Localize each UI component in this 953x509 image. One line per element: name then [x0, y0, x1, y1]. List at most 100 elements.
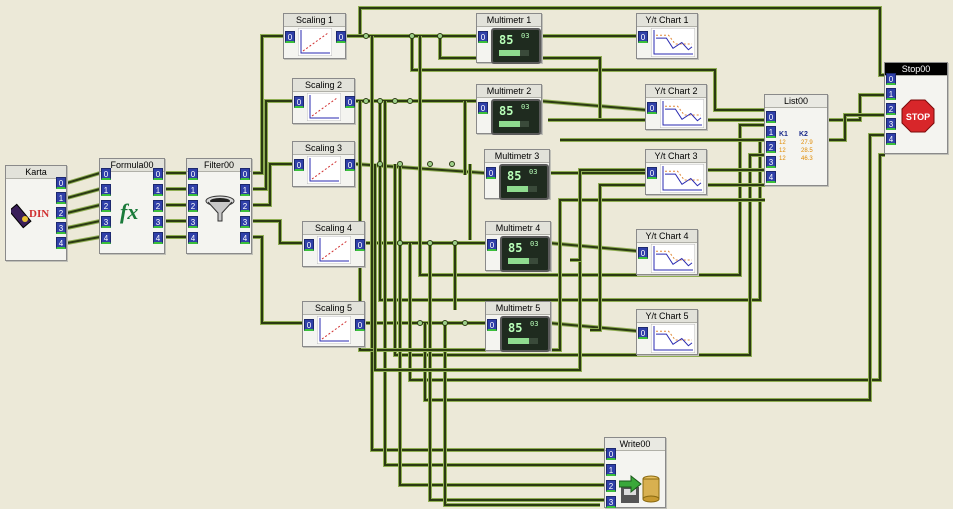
list-cell: 46.3: [801, 156, 813, 162]
port-3[interactable]: 3: [886, 118, 896, 130]
wire-shadow: [252, 219, 303, 245]
port-2[interactable]: 2: [188, 200, 198, 212]
wire: [399, 164, 605, 486]
port-1[interactable]: 1: [188, 184, 198, 196]
wire-junction: [437, 33, 443, 39]
wire: [359, 101, 765, 351]
port-4[interactable]: 4: [56, 237, 66, 249]
port-1[interactable]: 1: [766, 126, 776, 138]
output-port[interactable]: 0: [345, 96, 355, 108]
input-port[interactable]: 0: [294, 96, 304, 108]
list-cell: 12: [779, 140, 786, 146]
input-port[interactable]: 0: [304, 239, 314, 251]
port-4[interactable]: 4: [188, 232, 198, 244]
input-port[interactable]: 0: [647, 102, 657, 114]
output-port[interactable]: 0: [355, 319, 365, 331]
port-0[interactable]: 0: [188, 168, 198, 180]
port-2[interactable]: 2: [101, 200, 111, 212]
input-port[interactable]: 0: [294, 159, 304, 171]
port-1[interactable]: 1: [240, 184, 250, 196]
port-3[interactable]: 3: [153, 216, 163, 228]
port-1[interactable]: 1: [56, 192, 66, 204]
list-header-k1: K1: [779, 131, 788, 138]
wire: [252, 163, 293, 206]
port-3[interactable]: 3: [606, 496, 616, 508]
port-0[interactable]: 0: [606, 448, 616, 460]
input-port[interactable]: 0: [478, 31, 488, 43]
port-0[interactable]: 0: [101, 168, 111, 180]
input-port[interactable]: 0: [478, 102, 488, 114]
port-0[interactable]: 0: [240, 168, 250, 180]
input-port[interactable]: 0: [487, 239, 497, 251]
port-3[interactable]: 3: [101, 216, 111, 228]
multimeter-bargraph: [499, 121, 529, 127]
multimeter-subvalue: 03: [529, 168, 538, 176]
multimetr-3-title: Multimetr 3: [485, 150, 549, 163]
input-port[interactable]: 0: [285, 31, 295, 43]
scaling-graph-icon: [298, 28, 332, 56]
port-3[interactable]: 3: [188, 216, 198, 228]
port-1[interactable]: 1: [606, 464, 616, 476]
wire: [539, 100, 647, 111]
port-4[interactable]: 4: [101, 232, 111, 244]
port-2[interactable]: 2: [606, 480, 616, 492]
port-2[interactable]: 2: [766, 141, 776, 153]
output-port[interactable]: 0: [345, 159, 355, 171]
port-4[interactable]: 4: [886, 133, 896, 145]
port-3[interactable]: 3: [240, 216, 250, 228]
port-0[interactable]: 0: [886, 73, 896, 85]
input-port[interactable]: 0: [638, 31, 648, 43]
port-4[interactable]: 4: [766, 171, 776, 183]
port-3[interactable]: 3: [766, 156, 776, 168]
wire: [252, 220, 303, 244]
output-port[interactable]: 0: [355, 239, 365, 251]
port-4[interactable]: 4: [240, 232, 250, 244]
port-0[interactable]: 0: [766, 111, 776, 123]
port-2[interactable]: 2: [56, 207, 66, 219]
output-port[interactable]: 0: [336, 31, 346, 43]
port-0[interactable]: 0: [153, 168, 163, 180]
port-1[interactable]: 1: [101, 184, 111, 196]
input-port[interactable]: 0: [487, 319, 497, 331]
input-port[interactable]: 0: [647, 167, 657, 179]
input-port[interactable]: 0: [486, 167, 496, 179]
port-1[interactable]: 1: [886, 88, 896, 100]
input-port[interactable]: 0: [304, 319, 314, 331]
port-2[interactable]: 2: [240, 200, 250, 212]
wire-junction: [462, 320, 468, 326]
multimeter-subvalue: 03: [521, 32, 530, 40]
yt-chart-icon: [660, 99, 704, 128]
port-2[interactable]: 2: [153, 200, 163, 212]
port-1[interactable]: 1: [153, 184, 163, 196]
port-3[interactable]: 3: [56, 222, 66, 234]
input-port[interactable]: 0: [638, 327, 648, 339]
port-0[interactable]: 0: [56, 177, 66, 189]
input-port[interactable]: 0: [638, 247, 648, 259]
port-2[interactable]: 2: [886, 103, 896, 115]
port-4[interactable]: 4: [153, 232, 163, 244]
list-cell: 12: [779, 148, 786, 154]
